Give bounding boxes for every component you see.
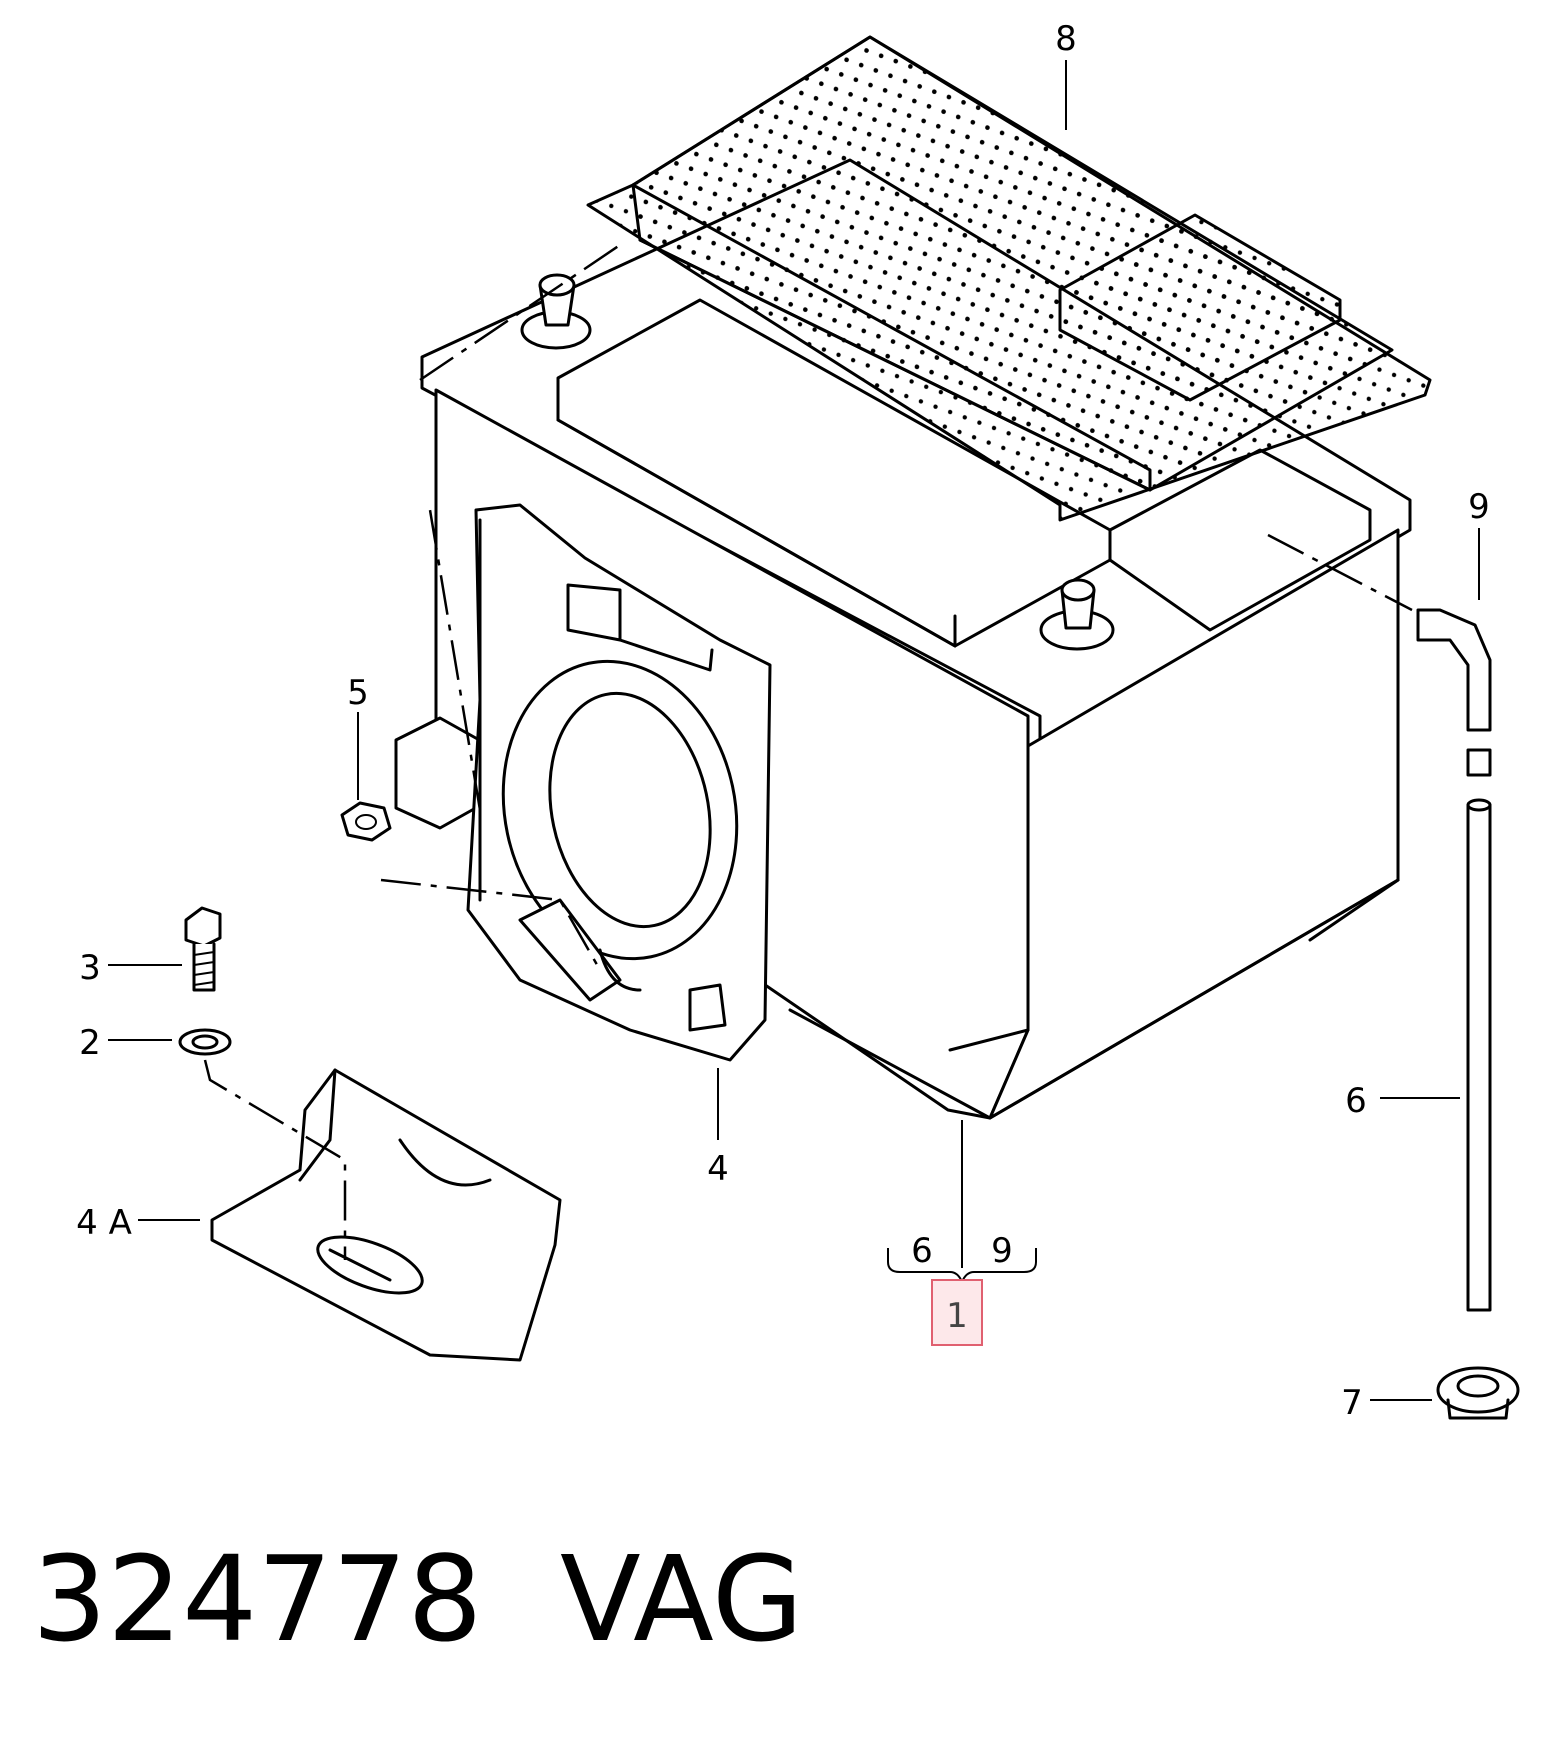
label-bracket-9: 9 [991,1231,1013,1271]
bolt[interactable] [184,906,222,992]
vent-tube[interactable] [1466,798,1492,1312]
label-part7[interactable]: 7 [1341,1383,1363,1423]
nut[interactable] [340,801,392,842]
label-part2[interactable]: 2 [79,1023,101,1063]
label-part3[interactable]: 3 [79,948,101,988]
label-part5[interactable]: 5 [347,673,369,713]
grommet[interactable] [1436,1366,1520,1420]
terminal-post-right [1039,578,1115,651]
label-part9[interactable]: 9 [1468,487,1490,527]
battery-lid [556,298,1372,648]
label-part8[interactable]: 8 [1055,19,1077,59]
footer-brand: VAG [560,1530,803,1668]
terminal-post-left [520,273,592,350]
label-part4[interactable]: 4 [707,1149,729,1189]
callout-labels: 8 9 5 3 2 4 4 A 6 7 6 9 1 [76,19,1490,1423]
footer-part-number: 324778 [32,1530,482,1668]
battery-holder-plate[interactable] [466,503,772,1062]
vent-elbow[interactable] [1416,608,1492,777]
label-part4a[interactable]: 4 A [76,1203,132,1243]
bracket-4a[interactable] [210,1068,562,1362]
assembly-lines [203,243,1413,1260]
battery-cover[interactable] [586,35,1432,522]
label-part1[interactable]: 1 [946,1296,968,1336]
highlight-box-part1 [931,1279,983,1346]
washer[interactable] [178,1028,232,1056]
label-part6[interactable]: 6 [1345,1081,1367,1121]
label-bracket-6: 6 [911,1231,933,1271]
